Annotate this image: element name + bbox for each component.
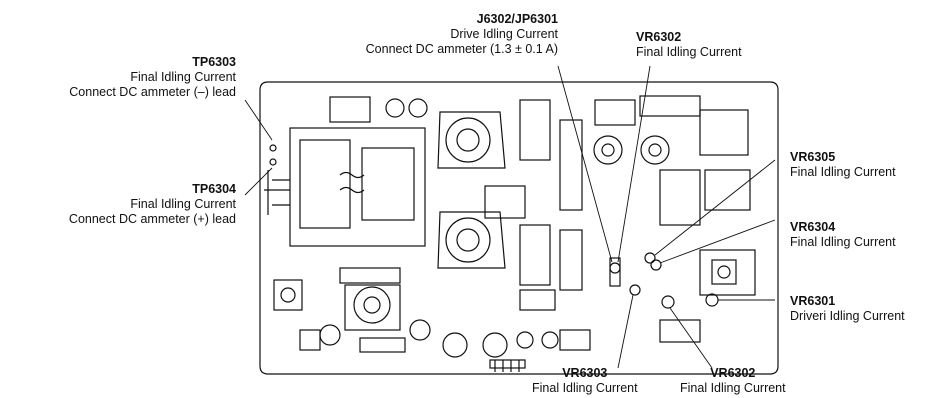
vr6305-trimmer	[644, 252, 656, 264]
leader-tp6303	[244, 99, 273, 141]
label-vr6301: VR6301 Driveri Idling Current	[790, 294, 905, 324]
leader-vr6302-bottom	[669, 307, 713, 369]
label-vr6305: VR6305 Final Idling Current	[790, 150, 896, 180]
tp6304-point	[269, 158, 277, 166]
jumper-j6302	[609, 262, 621, 274]
vr6304-trimmer	[650, 259, 662, 271]
label-vr6303-line1: Final Idling Current	[532, 381, 638, 395]
label-vr6304-id: VR6304	[790, 220, 836, 234]
label-tp6303-line1: Final Idling Current	[130, 70, 236, 84]
label-tp6303: TP6303 Final Idling Current Connect DC a…	[69, 55, 236, 100]
label-j6302: J6302/JP6301 Drive Idling Current Connec…	[366, 12, 558, 57]
label-vr6301-line1: Driveri Idling Current	[790, 309, 905, 323]
label-vr6303-id: VR6303	[562, 366, 608, 380]
label-vr6303: VR6303 Final Idling Current	[532, 366, 638, 396]
leader-vr6302-top	[617, 65, 651, 263]
transistor-top	[445, 117, 491, 163]
label-vr6302-bottom: VR6302 Final Idling Current	[680, 366, 786, 396]
label-vr6305-line1: Final Idling Current	[790, 165, 896, 179]
label-j6302-line2: Connect DC ammeter (1.3 ± 0.1 A)	[365, 42, 558, 56]
label-vr6304: VR6304 Final Idling Current	[790, 220, 896, 250]
transistor-bottom	[445, 217, 491, 263]
label-vr6302-bottom-id: VR6302	[710, 366, 756, 380]
connector-right	[699, 249, 756, 296]
label-tp6304-line1: Final Idling Current	[130, 197, 236, 211]
label-vr6302-top-line1: Final Idling Current	[636, 45, 742, 59]
leader-lines	[244, 65, 776, 369]
label-tp6303-line2: Connect DC ammeter (–) lead	[69, 85, 236, 99]
tp6303-point	[269, 144, 277, 152]
label-vr6302-top: VR6302 Final Idling Current	[636, 30, 742, 60]
leader-vr6304	[659, 219, 776, 264]
label-vr6302-top-id: VR6302	[636, 30, 682, 44]
label-j6302-id: J6302/JP6301	[476, 12, 558, 26]
leader-vr6303	[617, 294, 634, 369]
board-outline	[259, 81, 779, 375]
vr6301-trimmer	[705, 293, 719, 307]
vr6303-trimmer	[629, 284, 641, 296]
label-tp6304-id: TP6304	[192, 182, 236, 196]
leader-vr6305	[654, 159, 776, 256]
label-vr6301-id: VR6301	[790, 294, 836, 308]
vr6302-trimmer-bottom	[661, 295, 675, 309]
label-tp6303-id: TP6303	[192, 55, 236, 69]
label-tp6304: TP6304 Final Idling Current Connect DC a…	[69, 182, 236, 227]
label-vr6305-id: VR6305	[790, 150, 836, 164]
transformer-block	[289, 127, 426, 247]
leader-j6302	[557, 65, 613, 263]
label-vr6302-bottom-line1: Final Idling Current	[680, 381, 786, 395]
leader-tp6304	[244, 167, 273, 196]
label-tp6304-line2: Connect DC ammeter (+) lead	[68, 212, 236, 226]
label-vr6304-line1: Final Idling Current	[790, 235, 896, 249]
label-j6302-line1: Drive Idling Current	[450, 27, 558, 41]
